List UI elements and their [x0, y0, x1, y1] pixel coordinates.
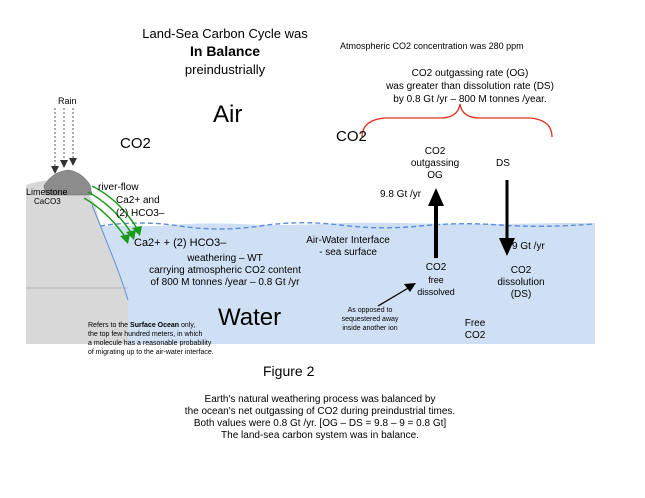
dissolution-line-2: dissolution — [497, 277, 545, 288]
caption-line-2: the ocean's net outgassing of CO2 during… — [184, 406, 456, 417]
weathering-line-1: weathering – WT — [187, 253, 263, 264]
caption-line-3: Both values were 0.8 Gt /yr. [OG – DS = … — [193, 418, 447, 429]
free-dissolved-line-3: dissolved — [417, 287, 455, 297]
free-dissolved-line-1: CO2 — [425, 262, 447, 273]
outgassing-line-2: outgassing — [410, 158, 460, 169]
rain-label: Rain — [58, 96, 77, 106]
title-line-1: Land-Sea Carbon Cycle was — [142, 26, 308, 41]
interface-line-1: Air-Water Interface — [306, 235, 390, 246]
ocean-body — [95, 222, 595, 344]
river-flow-arrowheads — [120, 226, 142, 244]
limestone-formula: CaCO3 — [34, 197, 61, 206]
surface-note-line-1: Refers to the Surface Ocean only, — [88, 322, 195, 330]
weathering-line-2: carrying atmospheric CO2 content — [149, 265, 301, 276]
free-dissolved-line-2: free — [428, 275, 444, 285]
og-ds-line-1: CO2 outgassing rate (OG) — [411, 68, 529, 79]
figure-label: Figure 2 — [263, 363, 315, 379]
rain-arrowheads — [51, 158, 77, 174]
surface-note-line-3: a molecule has a reasonable probability — [88, 340, 212, 347]
co2-air-left: CO2 — [120, 135, 151, 152]
surface-note-suffix: only, — [179, 322, 196, 329]
ds-arrowhead — [499, 238, 515, 256]
ds-label: DS — [496, 158, 510, 169]
surface-note-prefix: Refers to the — [88, 322, 131, 329]
surface-note-line-2: the top few hundred meters, in which — [88, 331, 203, 338]
og-arrowhead — [428, 188, 444, 206]
og-ds-line-2: was greater than dissolution rate (DS) — [386, 81, 554, 92]
dissolution-line-3: (DS) — [510, 289, 532, 300]
opposed-line-2: sequestered away — [341, 316, 399, 323]
weathering-line-3: of 800 M tonnes /year – 0.8 Gt /yr — [150, 277, 300, 288]
atmospheric-note: Atmospheric CO2 concentration was 280 pp… — [340, 41, 524, 51]
opposed-pointer-head — [404, 283, 416, 292]
dissolution-line-1: CO2 — [510, 265, 532, 276]
water-label: Water — [218, 304, 282, 331]
sea-surface-line — [99, 222, 596, 230]
og-ds-line-3: by 0.8 Gt /yr – 800 M tonnes /year. — [393, 94, 547, 105]
caption-line-4: The land-sea carbon system was in balanc… — [221, 430, 419, 441]
free-co2-line-2: CO2 — [464, 330, 486, 341]
river-flow-label: river-flow — [98, 182, 139, 193]
caption-line-1: Earth's natural weathering process was b… — [204, 394, 436, 405]
outgassing-line-1: CO2 — [424, 146, 446, 157]
opposed-line-1: As opposed to — [347, 307, 393, 314]
co2-air-right: CO2 — [336, 128, 367, 145]
opposed-pointer — [377, 286, 411, 307]
outgassing-line-3: OG — [427, 170, 443, 181]
free-co2-line-1: Free — [464, 318, 486, 329]
river-ions-line-2: (2) HCO3– — [116, 208, 165, 219]
title-line-2: In Balance — [189, 43, 261, 59]
river-flow-arrows — [83, 185, 139, 239]
rain-arrows — [54, 108, 74, 168]
og-rate-label: 9.8 Gt /yr — [380, 189, 422, 200]
red-brace — [361, 103, 553, 138]
surface-note-line-4: of migrating up to the air-water interfa… — [88, 349, 214, 356]
limestone-outcrop — [43, 169, 93, 196]
limestone-label: Limestone — [26, 187, 68, 197]
surface-note-emphasis: Surface Ocean — [130, 322, 180, 329]
air-label: Air — [213, 101, 243, 128]
ocean-ions-label: Ca2+ + (2) HCO3– — [134, 237, 227, 249]
title-line-3: preindustrially — [184, 62, 266, 77]
opposed-line-3: inside another ion — [342, 325, 398, 332]
land-cliff — [26, 180, 128, 344]
ds-rate-label: 9 Gt /yr — [512, 241, 545, 252]
river-ions-line-1: Ca2+ and — [116, 195, 160, 206]
interface-line-2: - sea surface — [319, 247, 377, 258]
